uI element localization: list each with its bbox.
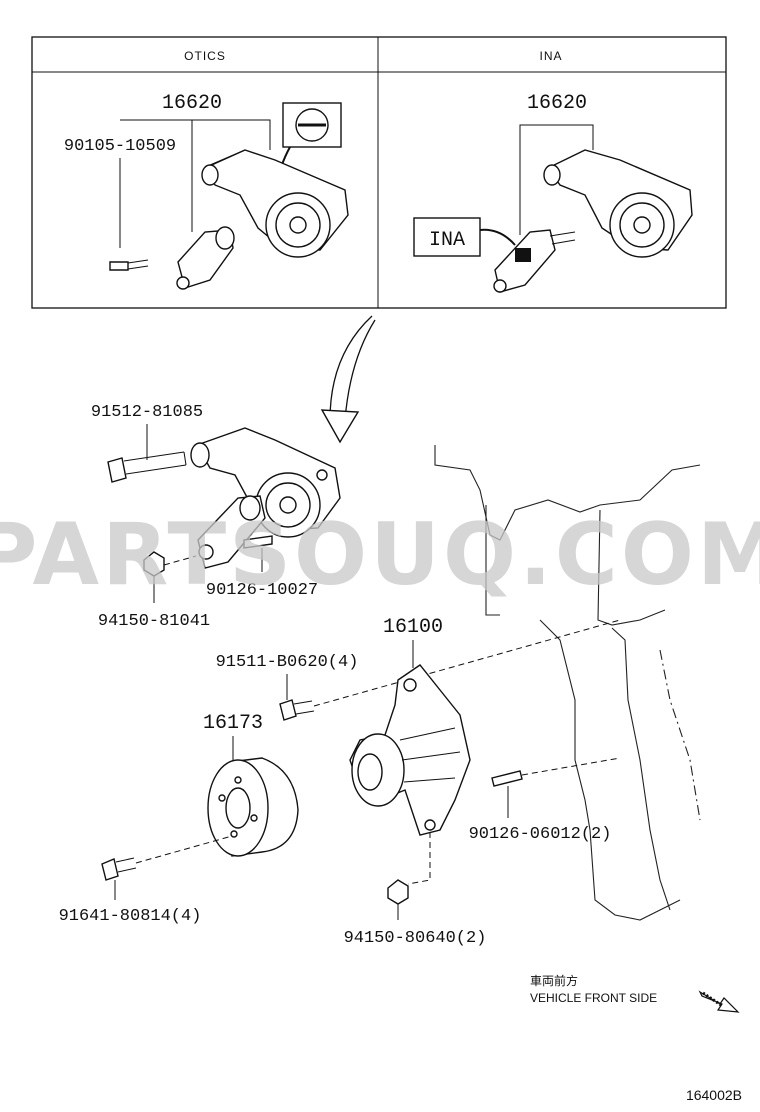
front-direction-arrow-icon: [698, 990, 740, 1013]
pump-nut-label: 94150-80640(2): [344, 929, 487, 948]
curved-arrow-icon: [320, 315, 376, 444]
variant-table: OTICS INA: [31, 36, 727, 309]
otics-tensioner-drawing: 16620 90105-10509: [64, 92, 349, 290]
tensioner-bolt-label: 91512-81085: [91, 403, 203, 422]
diagram-code: 164002B: [686, 1087, 742, 1103]
vehicle-front-note: 車両前方 VEHICLE FRONT SIDE: [530, 973, 740, 1013]
header-ina: INA: [539, 49, 562, 63]
pulley-drawing: 16173 91641-80814(4): [59, 712, 299, 926]
header-otics: OTICS: [184, 49, 226, 63]
water-pump-drawing: 16100 91511-B0620(4) 90126-06012(2) 9415…: [216, 616, 621, 948]
otics-assembly-label: 16620: [162, 92, 222, 115]
direction-japanese: 車両前方: [530, 973, 578, 988]
pump-bolt-label: 91511-B0620(4): [216, 653, 359, 672]
tensioner-nut-label: 94150-81041: [98, 612, 210, 631]
engine-block-outline: [434, 445, 701, 921]
watermark: PARTSOUQ.COM: [0, 505, 760, 605]
pump-stud-label: 90126-06012(2): [469, 825, 612, 844]
pulley-label: 16173: [203, 712, 263, 735]
pulley-bolt-label: 91641-80814(4): [59, 907, 202, 926]
tensioner-stud-label: 90126-10027: [206, 581, 318, 600]
ina-assembly-label: 16620: [527, 92, 587, 115]
water-pump-label: 16100: [383, 616, 443, 639]
otics-bolt-label: 90105-10509: [64, 137, 176, 156]
ina-tag-label: INA: [429, 229, 465, 252]
ina-tensioner-drawing: 16620 INA: [413, 92, 693, 293]
tensioner-assembly-drawing: 91512-81085 90126-10027 94150-81041: [91, 403, 341, 631]
direction-english: VEHICLE FRONT SIDE: [530, 991, 657, 1005]
